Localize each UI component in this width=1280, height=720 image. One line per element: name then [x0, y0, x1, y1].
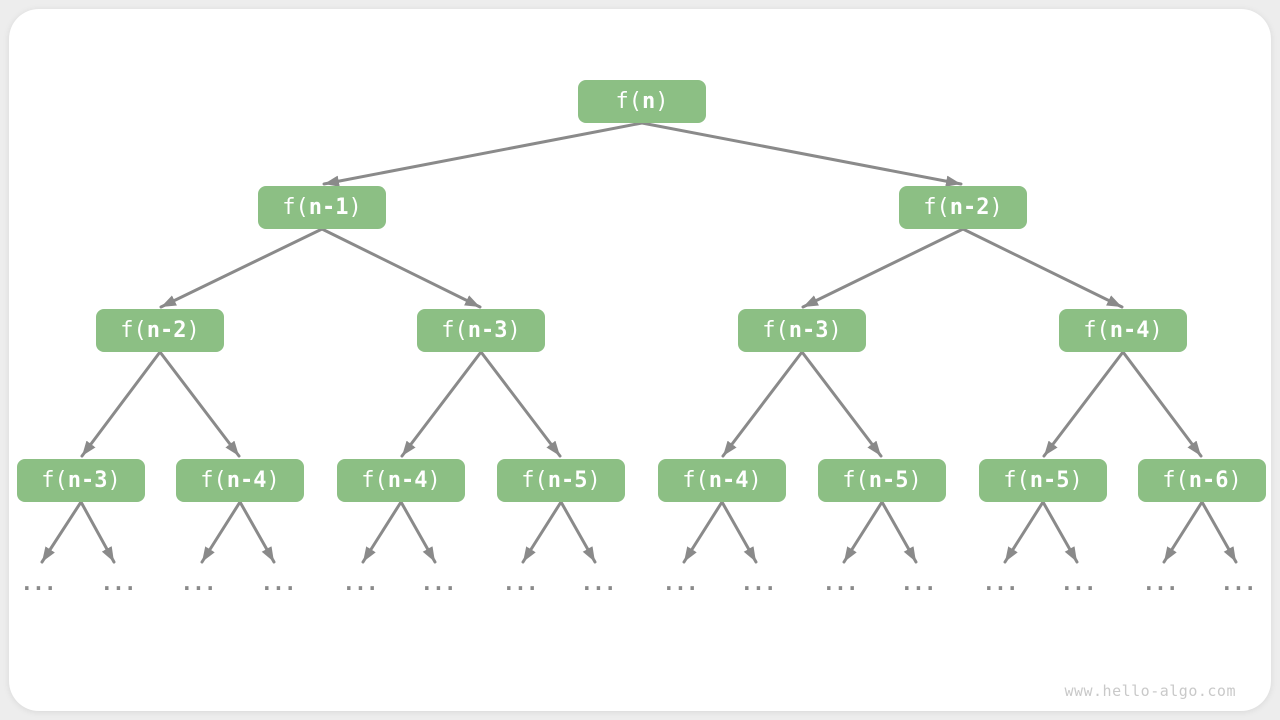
- ellipsis: ...: [180, 571, 217, 595]
- tree-node: f(n-4): [337, 459, 465, 502]
- node-label-arg: n-2: [949, 194, 990, 220]
- node-label-arg: n-5: [868, 467, 909, 493]
- tree-node: f(n-2): [96, 309, 224, 352]
- ellipsis: ...: [420, 571, 457, 595]
- node-label-prefix: f(: [1162, 467, 1189, 493]
- node-label-suffix: ): [908, 467, 922, 493]
- node-label-prefix: f(: [120, 317, 147, 343]
- node-label-suffix: ): [507, 317, 521, 343]
- node-label-prefix: f(: [762, 317, 789, 343]
- node-label-suffix: ): [107, 467, 121, 493]
- ellipsis: ...: [1060, 571, 1097, 595]
- node-label-arg: n-3: [67, 467, 108, 493]
- tree-node: f(n-5): [497, 459, 625, 502]
- node-label-suffix: ): [989, 194, 1003, 220]
- ellipsis: ...: [342, 571, 379, 595]
- node-label-prefix: f(: [41, 467, 68, 493]
- node-label-arg: n-5: [1029, 467, 1070, 493]
- node-label-arg: n-3: [788, 317, 829, 343]
- node-label-prefix: f(: [1003, 467, 1030, 493]
- node-label-suffix: ): [1069, 467, 1083, 493]
- ellipsis: ...: [100, 571, 137, 595]
- node-label-arg: n-4: [708, 467, 749, 493]
- node-label-suffix: ): [186, 317, 200, 343]
- ellipsis: ...: [982, 571, 1019, 595]
- ellipsis: ...: [822, 571, 859, 595]
- node-label-arg: n-4: [1109, 317, 1150, 343]
- tree-node: f(n-3): [738, 309, 866, 352]
- tree-node: f(n-4): [658, 459, 786, 502]
- node-label-arg: n-2: [146, 317, 187, 343]
- node-label-suffix: ): [1228, 467, 1242, 493]
- ellipsis: ...: [900, 571, 937, 595]
- node-label-suffix: ): [748, 467, 762, 493]
- tree-node: f(n-4): [1059, 309, 1187, 352]
- ellipsis: ...: [580, 571, 617, 595]
- ellipsis: ...: [662, 571, 699, 595]
- tree-node: f(n-3): [417, 309, 545, 352]
- ellipsis: ...: [1220, 571, 1257, 595]
- node-label-prefix: f(: [521, 467, 548, 493]
- tree-node: f(n-2): [899, 186, 1027, 229]
- ellipsis: ...: [740, 571, 777, 595]
- node-label-suffix: ): [587, 467, 601, 493]
- node-label-suffix: ): [427, 467, 441, 493]
- tree-node: f(n-5): [818, 459, 946, 502]
- node-label-arg: n-4: [387, 467, 428, 493]
- node-label-prefix: f(: [200, 467, 227, 493]
- tree-node: f(n-6): [1138, 459, 1266, 502]
- node-label-suffix: ): [655, 88, 669, 114]
- node-label-arg: n-3: [467, 317, 508, 343]
- node-label-prefix: f(: [282, 194, 309, 220]
- ellipsis: ...: [20, 571, 57, 595]
- node-label-arg: n-1: [308, 194, 349, 220]
- node-label-prefix: f(: [1083, 317, 1110, 343]
- tree-node-root: f(n): [578, 80, 706, 123]
- node-label-prefix: f(: [615, 88, 643, 114]
- node-label-arg: n-5: [547, 467, 588, 493]
- node-label-arg: n-6: [1188, 467, 1229, 493]
- node-label-suffix: ): [348, 194, 362, 220]
- tree-node: f(n-1): [258, 186, 386, 229]
- node-label-suffix: ): [266, 467, 280, 493]
- node-label-suffix: ): [1149, 317, 1163, 343]
- node-label-prefix: f(: [682, 467, 709, 493]
- ellipsis: ...: [1142, 571, 1179, 595]
- node-label-prefix: f(: [923, 194, 950, 220]
- node-label-suffix: ): [828, 317, 842, 343]
- ellipsis: ...: [260, 571, 297, 595]
- tree-node: f(n-4): [176, 459, 304, 502]
- ellipsis: ...: [502, 571, 539, 595]
- tree-node: f(n-5): [979, 459, 1107, 502]
- watermark: www.hello-algo.com: [1064, 682, 1236, 700]
- tree-node: f(n-3): [17, 459, 145, 502]
- node-label-prefix: f(: [361, 467, 388, 493]
- node-label-arg: n-4: [226, 467, 267, 493]
- node-label-prefix: f(: [842, 467, 869, 493]
- node-label-arg: n: [642, 88, 656, 114]
- node-label-prefix: f(: [441, 317, 468, 343]
